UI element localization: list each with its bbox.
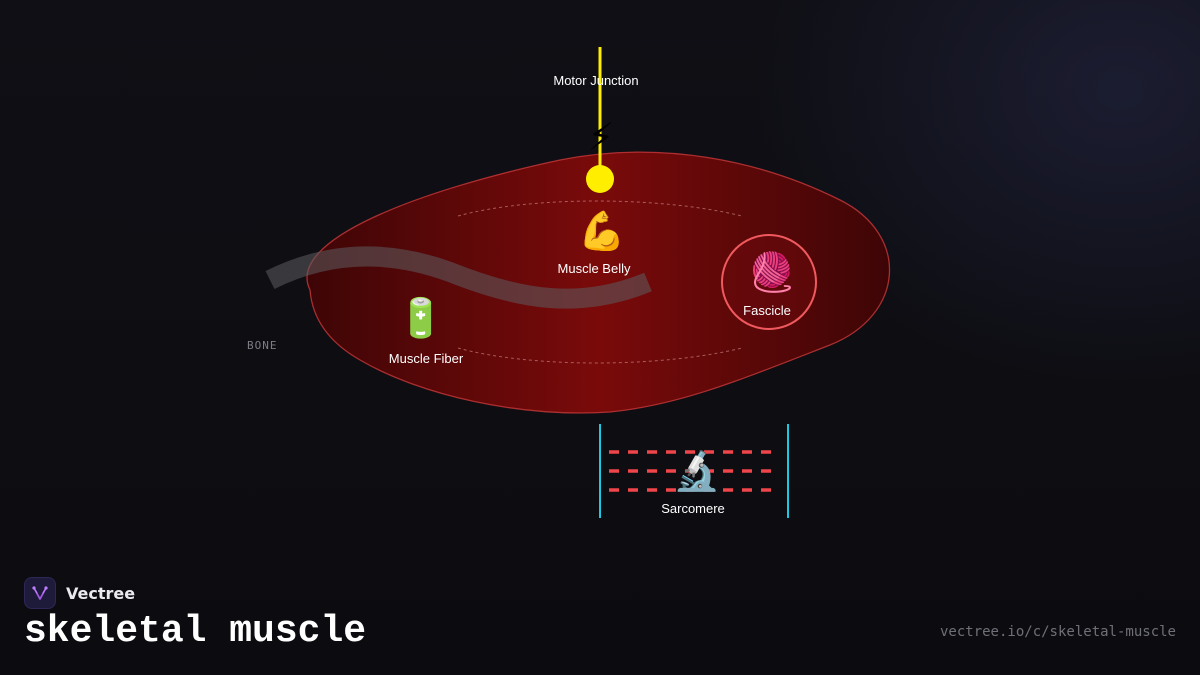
yarn-ball-icon: 🧶 <box>748 250 796 294</box>
label-muscle-fiber: Muscle Fiber <box>388 351 464 366</box>
label-bone: BONE <box>247 339 278 352</box>
label-sarcomere: Sarcomere <box>661 501 725 516</box>
microscope-icon: 🔬 <box>673 449 721 493</box>
vectree-logo-icon <box>24 577 56 609</box>
flexed-bicep-icon: 💪 <box>578 209 626 253</box>
brand[interactable]: Vectree <box>24 577 135 609</box>
brand-name: Vectree <box>66 583 136 603</box>
muscle-body <box>306 151 891 414</box>
page-title: skeletal muscle <box>24 610 367 653</box>
label-motor-junction: Motor Junction <box>553 73 639 88</box>
page-url[interactable]: vectree.io/c/skeletal-muscle <box>939 624 1176 640</box>
motor-endplate-dot <box>586 165 614 193</box>
battery-icon: 🔋 <box>397 296 445 340</box>
label-muscle-belly: Muscle Belly <box>557 261 631 276</box>
fascia-arc-top <box>457 200 743 217</box>
bone-tendon <box>265 246 652 309</box>
fascicle-ring <box>721 234 817 330</box>
label-fascicle: Fascicle <box>743 303 791 318</box>
lightning-icon: ⚡ <box>587 115 615 159</box>
fascia-arc-bottom <box>457 347 743 364</box>
